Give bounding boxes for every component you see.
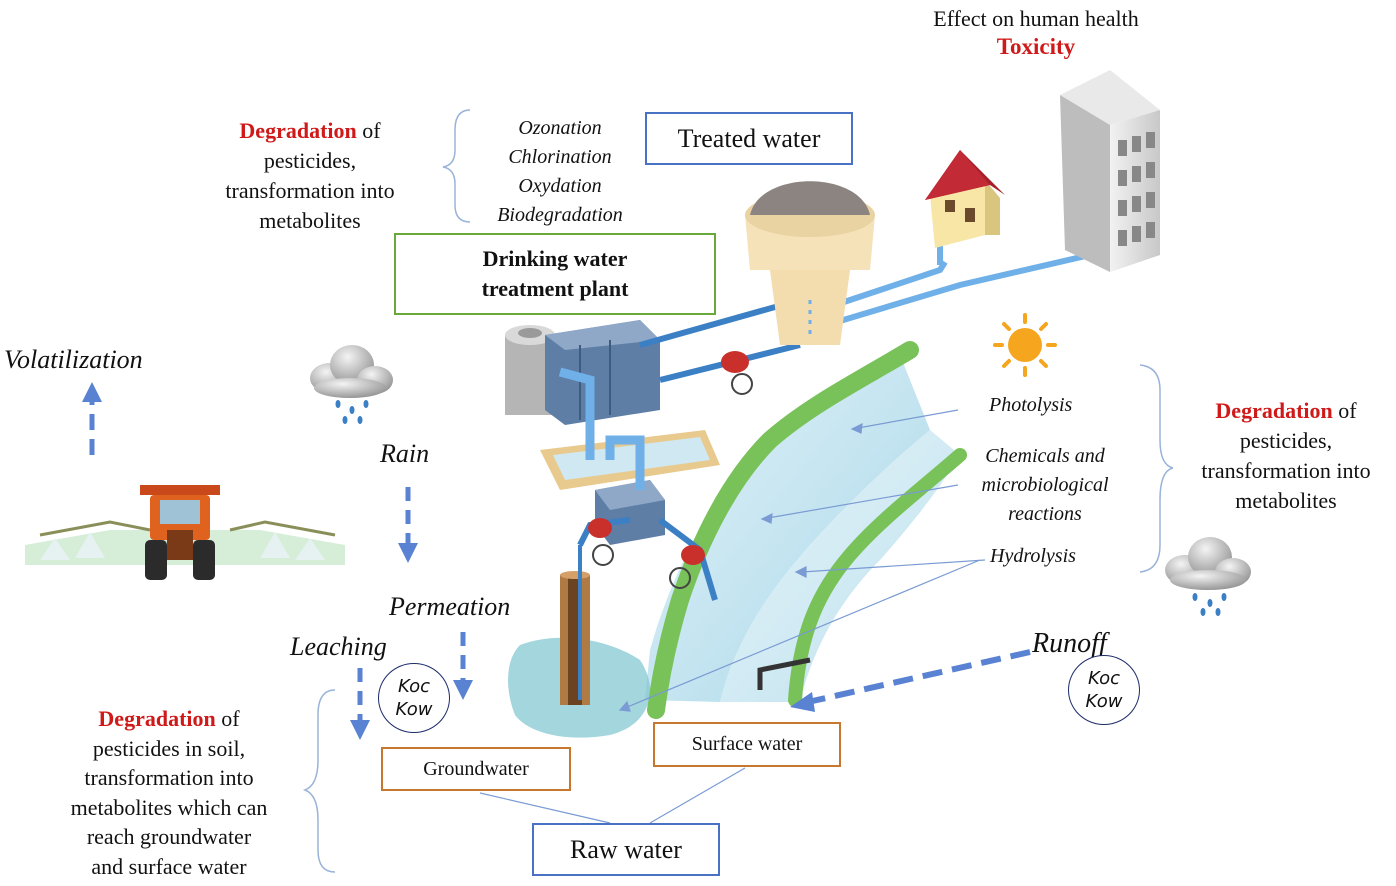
- brace-river: [1139, 364, 1174, 573]
- process-chlorination: Chlorination: [508, 146, 612, 168]
- river: [645, 341, 967, 719]
- treatment-process-list: Ozonation Chlorination Oxydation Biodegr…: [470, 114, 650, 230]
- raw-water-box: Raw water: [532, 823, 720, 876]
- building-illustration: [1060, 70, 1160, 272]
- koc-kow-badge-left: Koc Kow: [378, 663, 450, 733]
- photolysis-label: Photolysis: [989, 394, 1073, 416]
- process-ozonation: Ozonation: [518, 117, 602, 139]
- volatilization-label: Volatilization: [4, 345, 143, 374]
- treatment-plant-box: Drinking water treatment plant: [394, 233, 716, 315]
- process-oxydation: Oxydation: [518, 175, 602, 197]
- sun-icon: [993, 313, 1057, 377]
- pointer-lines: [479, 409, 986, 824]
- koc-kow-badge-right: Koc Kow: [1068, 655, 1140, 725]
- house-illustration: [925, 150, 1005, 248]
- toxicity-label: Toxicity: [996, 34, 1076, 59]
- leaching-arrow: [350, 668, 370, 740]
- treatment-plant-illustration: [505, 320, 720, 601]
- health-effect-label: Effect on human health: [933, 6, 1139, 31]
- volatilization-arrow: [82, 382, 102, 455]
- brace-treatment: [442, 109, 471, 223]
- outfall-pipe: [757, 657, 811, 690]
- rain-cloud-icon: [310, 345, 393, 424]
- permeation-label: Permeation: [389, 592, 511, 621]
- rain-label: Rain: [380, 439, 430, 468]
- permeation-arrow: [453, 632, 473, 700]
- groundwater-box: Groundwater: [381, 747, 571, 791]
- water-tower-illustration: [745, 181, 875, 345]
- process-biodegradation: Biodegradation: [497, 204, 623, 226]
- soil-degradation-text: Degradation of pesticides in soil, trans…: [70, 706, 268, 879]
- chemical-reactions-label: Chemicals and microbiological reactions: [981, 445, 1109, 525]
- treated-water-box: Treated water: [645, 112, 853, 165]
- treatment-degradation-text: Degradation of pesticides, transformatio…: [225, 118, 395, 233]
- brace-soil: [302, 689, 336, 873]
- runoff-arrow: [790, 649, 1031, 712]
- hydrolysis-label: Hydrolysis: [990, 545, 1076, 567]
- groundwater-pool: [508, 545, 650, 738]
- degradation-keyword: Degradation: [239, 118, 357, 143]
- rain-arrow: [398, 487, 418, 563]
- leaching-label: Leaching: [290, 632, 387, 661]
- river-degradation-text: Degradation of pesticides, transformatio…: [1201, 398, 1371, 513]
- runoff-label: Runoff: [1032, 628, 1107, 659]
- tractor-sprayer-illustration: [25, 485, 345, 580]
- rain-cloud-icon-right: [1165, 537, 1251, 616]
- surface-water-box: Surface water: [653, 722, 841, 767]
